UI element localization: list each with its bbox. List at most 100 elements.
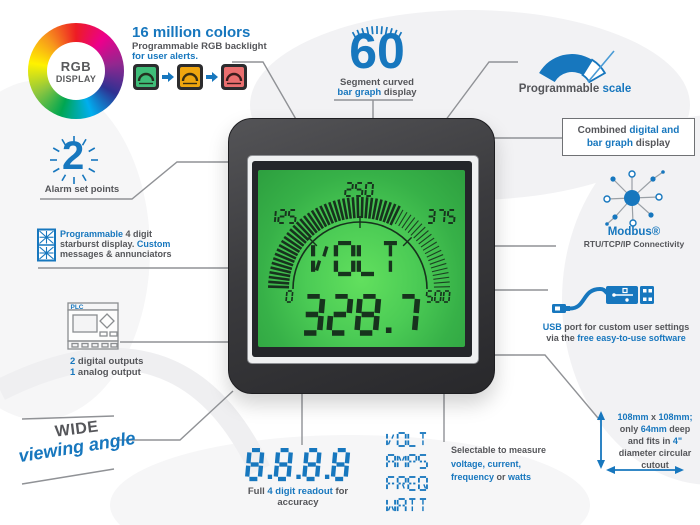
connector-rgb [232,61,298,122]
readout-cap1a: Full [247,486,268,497]
segments-caption-2-blue: bar graph [337,87,382,98]
programmable-scale-label: Programmable scale [505,83,645,96]
lcd-scale-top [344,182,375,197]
starburst-line-2: starburst display. Custom [60,239,172,249]
usb-p4: free easy-to-use software [577,333,686,343]
plc-line-1: 2 digital outputs [70,356,143,367]
selectable-l3a: frequency [451,472,495,482]
usb-p2: port for custom user settings [561,322,690,332]
modbus-network-icon [603,170,665,227]
scale-label-blue: scale [602,83,632,95]
dims-line-1: 108mm x 108mm; [609,411,700,423]
dims-line-3: and fits in 4" [609,435,700,447]
plc-device-label: PLC [71,304,84,311]
lcd-reading [304,294,421,336]
starburst-l1a: Programmable [60,229,126,239]
plc-l2b: analog output [75,367,141,378]
rgb-headline: 16 million colors [132,24,251,41]
seven-segment-readout [245,448,351,482]
wide-decor-top [21,415,115,420]
dims-line-5: cutout [641,460,669,470]
combined-display-callout: Combined digital and bar graph display [562,118,695,156]
readout-cap1c: for [332,486,349,497]
plc-l1b: digital outputs [75,356,144,367]
segments-caption-2-gray: display [381,87,417,98]
modbus-title: Modbus® [607,226,661,238]
plc-line-2: 1 analog output [70,367,143,378]
alert-screen [180,67,200,87]
combined-p3: bar graph [586,138,636,149]
lcd-scale-right [428,209,456,224]
plc-device-icon: PLC [67,302,119,350]
alert-screen [136,67,156,87]
selectable-line-2: voltage, current, [451,458,522,469]
combined-line-1: Combined digital and [578,124,680,137]
alert-display-amber [177,64,203,90]
rgb-wheel-label-top: RGB [60,58,92,74]
connector-wide [116,390,234,441]
selectable-line-1: Selectable to measure [451,445,547,455]
connector-alarm [40,161,231,200]
segments-number: 60 [349,23,405,79]
readout-caption-1: Full 4 digit readout for [236,486,360,497]
starburst-l2a: starburst display. [60,239,137,249]
connector-dims [490,354,599,419]
lcd-scale-left [273,209,297,224]
alert-display-red [221,64,247,90]
usb-caption-1: USB port for custom user settings [540,322,692,332]
programmable-scale-icon [539,50,615,84]
word-freq [386,476,428,491]
lcd-mode-label [311,241,397,277]
dimensions-callout: 108mm x 108mm; only 64mm deep and fits i… [609,411,700,471]
scale-label-gray: Programmable [518,83,603,95]
dims-line-2: only 64mm deep [609,423,700,435]
usb-caption-2: via the free easy-to-use software [540,333,692,343]
alert-display-green [133,64,159,90]
plc-l2a: 1 [70,367,76,378]
alarm-number: 2 [62,134,85,178]
arrow-right-icon [206,72,218,82]
dims-l2a: only [619,424,641,434]
dims-l1a: 108mm [617,412,649,422]
selectable-l3c: watts [508,472,532,482]
rgb-wheel-label: RGB DISPLAY [47,42,105,100]
rgb-subline-1: Programmable RGB backlight [132,41,267,52]
combined-p2: digital and [629,125,680,136]
starburst-line-3: messages & annunciators [60,249,172,259]
combined-p4: display [635,138,671,149]
alarm-label: Alarm set points [44,184,120,195]
alert-color-sequence [133,64,247,90]
rgb-wheel-label-bottom: DISPLAY [55,73,97,84]
word-watt [386,498,427,512]
combined-p1: Combined [577,125,630,136]
readout-cap1b: 4 digit readout [267,486,333,497]
alert-screen [224,67,244,87]
connector-scale [444,61,518,122]
alarm-rays-icon [50,136,98,184]
lcd-bargraph-gauge [267,196,450,290]
modbus-subtitle: RTU/TCP/IP Connectivity [583,239,685,249]
segments-caption-1: Segment curved [340,77,414,88]
dims-line-4: diameter circular [618,448,692,458]
dims-l1c: 108mm; [658,412,693,422]
readout-caption-2: accuracy [277,497,319,508]
wide-decor-bottom [21,468,115,485]
word-volt [386,432,427,447]
plc-callout: 2 digital outputs 1 analog output [70,356,143,378]
lcd-scale-min [285,290,294,303]
rgb-color-wheel: RGB DISPLAY [28,23,124,119]
dims-l1b: x [648,412,659,422]
starburst-line-1: Programmable 4 digit [60,229,172,239]
arrow-right-icon [162,72,174,82]
dimension-arrows [597,411,684,474]
dims-l2c: deep [666,424,691,434]
dims-l2b: 64mm [640,424,667,434]
starburst-callout: Programmable 4 digit starburst display. … [60,229,172,259]
usb-p1: USB [542,322,562,332]
rgb-subline-2: for user alerts. [132,51,198,62]
dims-l3a: and fits in [627,436,673,446]
selectable-callout: Selectable to measure voltage, current, … [451,444,546,485]
curved-segments-icon [351,26,403,40]
starburst-display-icon [37,228,56,262]
